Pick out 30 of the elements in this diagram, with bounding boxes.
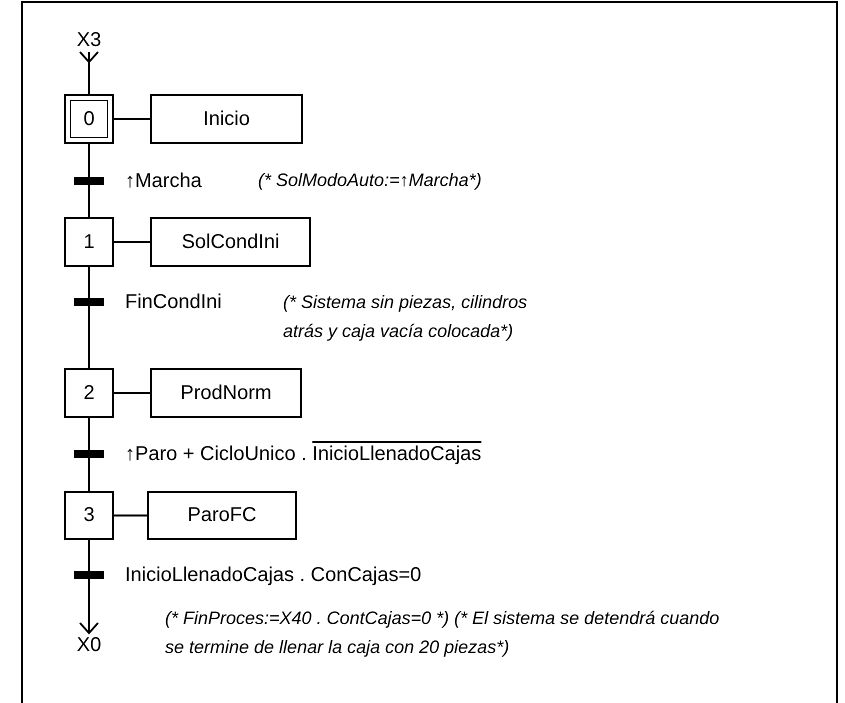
- transition-condition: ↑Marcha: [125, 169, 202, 194]
- connector-line: [114, 392, 150, 394]
- connector-line: [88, 194, 90, 217]
- connector-line: [88, 467, 90, 491]
- connector-line: [114, 241, 150, 243]
- step-reference: X3: [74, 28, 104, 52]
- connector-line: [88, 144, 90, 168]
- action-box: ParoFC: [147, 491, 297, 540]
- comment-text: (* Sistema sin piezas, cilindros atrás y caja vacía colocada*): [283, 291, 528, 343]
- initial-step-box: 0: [64, 94, 114, 144]
- comment-text: (* FinProces:=X40 . ContCajas=0 *) (* El sistema se detendrá cuando se termine de llenar la caja con 20 piezas*): [165, 607, 720, 659]
- connector-line: [88, 267, 90, 289]
- connector-line: [88, 315, 90, 368]
- step-reference: X0: [74, 633, 104, 657]
- step-box: 2: [64, 368, 114, 418]
- arrow: [79, 588, 99, 634]
- connector-line: [79, 51, 99, 94]
- step-box: 1: [64, 217, 114, 267]
- action-box: Inicio: [150, 94, 303, 144]
- connector-line: [114, 118, 150, 120]
- connector-line: [88, 540, 90, 562]
- connector-line: [114, 514, 147, 516]
- action-box: ProdNorm: [150, 368, 302, 418]
- action-box: SolCondIni: [150, 217, 311, 267]
- step-box: 3: [64, 491, 114, 540]
- comment-text: (* SolModoAuto:=↑Marcha*): [258, 169, 483, 192]
- transition-condition: ↑Paro + CicloUnico . InicioLlenadoCajas: [125, 442, 482, 467]
- transition-condition: FinCondIni: [125, 290, 222, 315]
- connector-line: [88, 418, 90, 441]
- transition-condition: InicioLlenadoCajas . ConCajas=0: [125, 563, 422, 588]
